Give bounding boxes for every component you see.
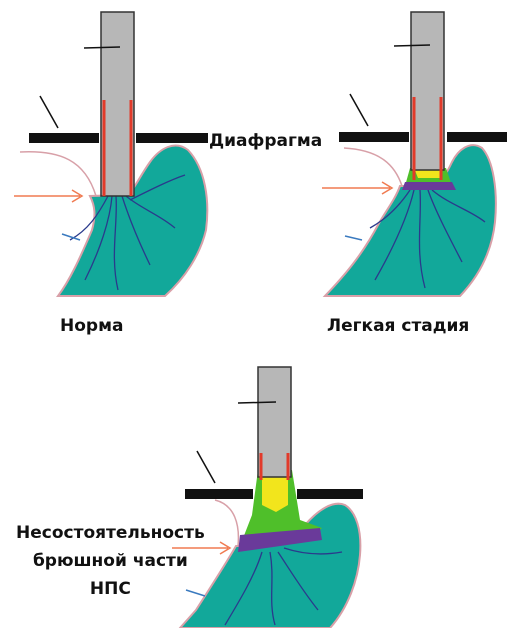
- esophagus-norm: [101, 12, 134, 196]
- diaphragm-label: Диафрагма: [209, 131, 322, 151]
- pointer-tick-failure: [238, 402, 276, 403]
- arrow-mild: [322, 182, 392, 194]
- norm-label: Норма: [60, 316, 123, 336]
- pointer-line-mild: [350, 94, 368, 126]
- diaphragm-right-norm: [136, 133, 208, 143]
- inflammation-purple-mild: [402, 182, 456, 190]
- diaphragm-left-norm: [29, 133, 99, 143]
- mild-stage-label: Легкая стадия: [327, 316, 469, 336]
- pointer-line-norm: [40, 96, 58, 128]
- failure-label: Несостоятельность брюшной части НПС: [16, 519, 205, 603]
- diaphragm-left-failure: [185, 489, 253, 499]
- failure-label-line1: Несостоятельность: [16, 519, 205, 547]
- arrow-norm: [14, 190, 82, 202]
- pointer-tick-mild: [394, 45, 430, 46]
- esophagus-failure: [258, 367, 291, 477]
- diaphragm-right-failure: [297, 489, 363, 499]
- failure-label-line2: брюшной части: [16, 547, 205, 575]
- pointer-tick-norm: [84, 47, 120, 48]
- diaphragm-left-mild: [339, 132, 409, 142]
- diaphragm-right-mild: [447, 132, 507, 142]
- blue-tick-mild: [345, 236, 362, 240]
- pointer-line-failure: [197, 451, 215, 483]
- esophagus-mild: [411, 12, 444, 170]
- outline-curve-norm: [20, 152, 96, 196]
- outline-curve-mild: [344, 148, 402, 186]
- outline-curve-failure: [215, 500, 238, 546]
- panel-norm: [14, 12, 208, 296]
- panel-mild: [322, 12, 507, 296]
- failure-label-line3: НПС: [16, 575, 205, 603]
